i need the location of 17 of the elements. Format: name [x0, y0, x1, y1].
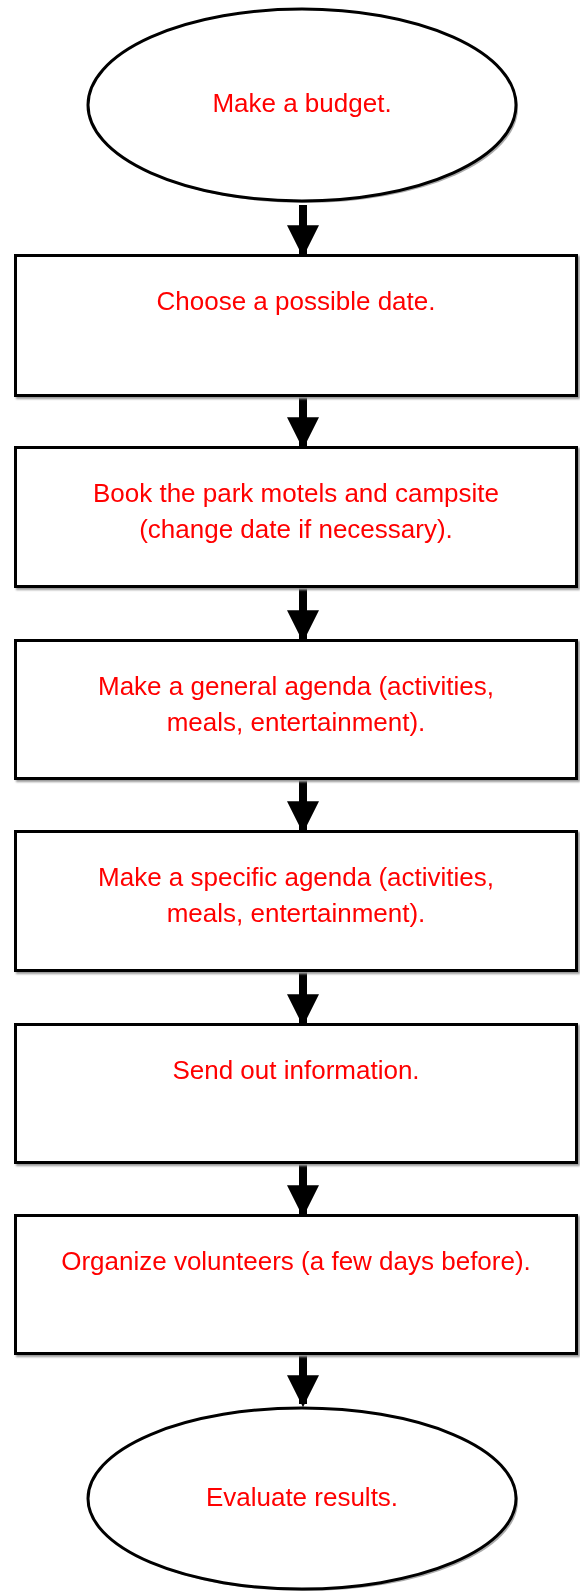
step-text: Organize volunteers (a few days before). [60, 1245, 532, 1278]
terminal-ellipse [84, 1404, 520, 1593]
process-box [14, 1023, 578, 1164]
step-text: Choose a possible date. [155, 285, 437, 318]
step-text: Send out information. [171, 1054, 421, 1087]
arrow [287, 1355, 319, 1408]
terminal-ellipse [84, 5, 520, 205]
step-text: Make a general agenda (activities, meals, entertainment). [97, 670, 495, 739]
step-text: Evaluate results. [204, 1480, 400, 1514]
process-box [14, 446, 578, 588]
process-box [14, 1214, 578, 1355]
step-text: Book the park motels and campsite (change date if necessary). [91, 477, 501, 546]
process-box [14, 254, 578, 397]
process-box [14, 830, 578, 972]
step-text: Make a budget. [211, 87, 393, 120]
process-box [14, 639, 578, 780]
step-text: Make a specific agenda (activities, meals, entertainment). [97, 861, 495, 930]
